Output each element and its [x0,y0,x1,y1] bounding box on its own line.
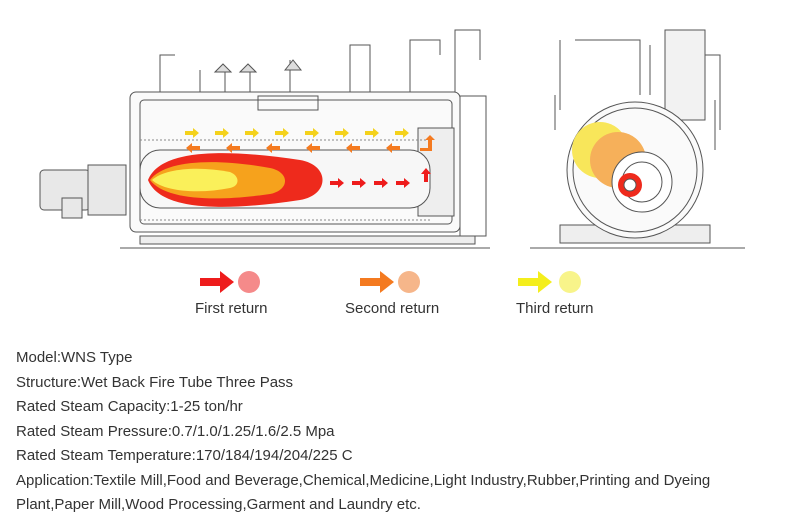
valve-icon [213,59,303,73]
legend-third-return: Third return [516,268,606,328]
flame [148,153,323,207]
second-return-arrows [186,135,435,153]
spec-temperature: Rated Steam Temperature:170/184/194/204/… [16,447,353,464]
yellow-arrow-icon [518,271,552,293]
legend-second-return: Second return [345,268,455,328]
foundation [139,235,476,245]
spec-application: Application:Textile Mill,Food and Bevera… [16,471,711,514]
spec-pressure: Rated Steam Pressure:0.7/1.0/1.25/1.6/2.… [16,422,335,440]
boiler-side-view [39,29,490,249]
orange-arrow-icon [360,271,394,293]
third-return-arrows [185,128,409,138]
spec-list: Model:WNS Type Structure:Wet Back Fire T… [16,346,786,518]
boiler-front-view [530,29,745,249]
first-return-arrows [330,168,431,188]
red-arrow-icon [200,271,234,293]
legend-label-third-return: Third return [516,300,594,317]
legend-label-second-return: Second return [345,300,440,317]
steam-pipe [159,29,481,92]
red-dot-icon [238,271,260,293]
legend-first-return: First return [195,268,285,328]
spec-model: Model:WNS Type [16,349,133,366]
burner [39,164,127,219]
yellow-dot-icon [559,271,581,293]
spec-capacity: Rated Steam Capacity:1-25 ton/hr [16,398,243,415]
spec-structure: Structure:Wet Back Fire Tube Three Pass [16,373,294,391]
orange-dot-icon [398,271,420,293]
legend-label-first-return: First return [195,300,268,317]
boiler-diagram [39,29,745,249]
